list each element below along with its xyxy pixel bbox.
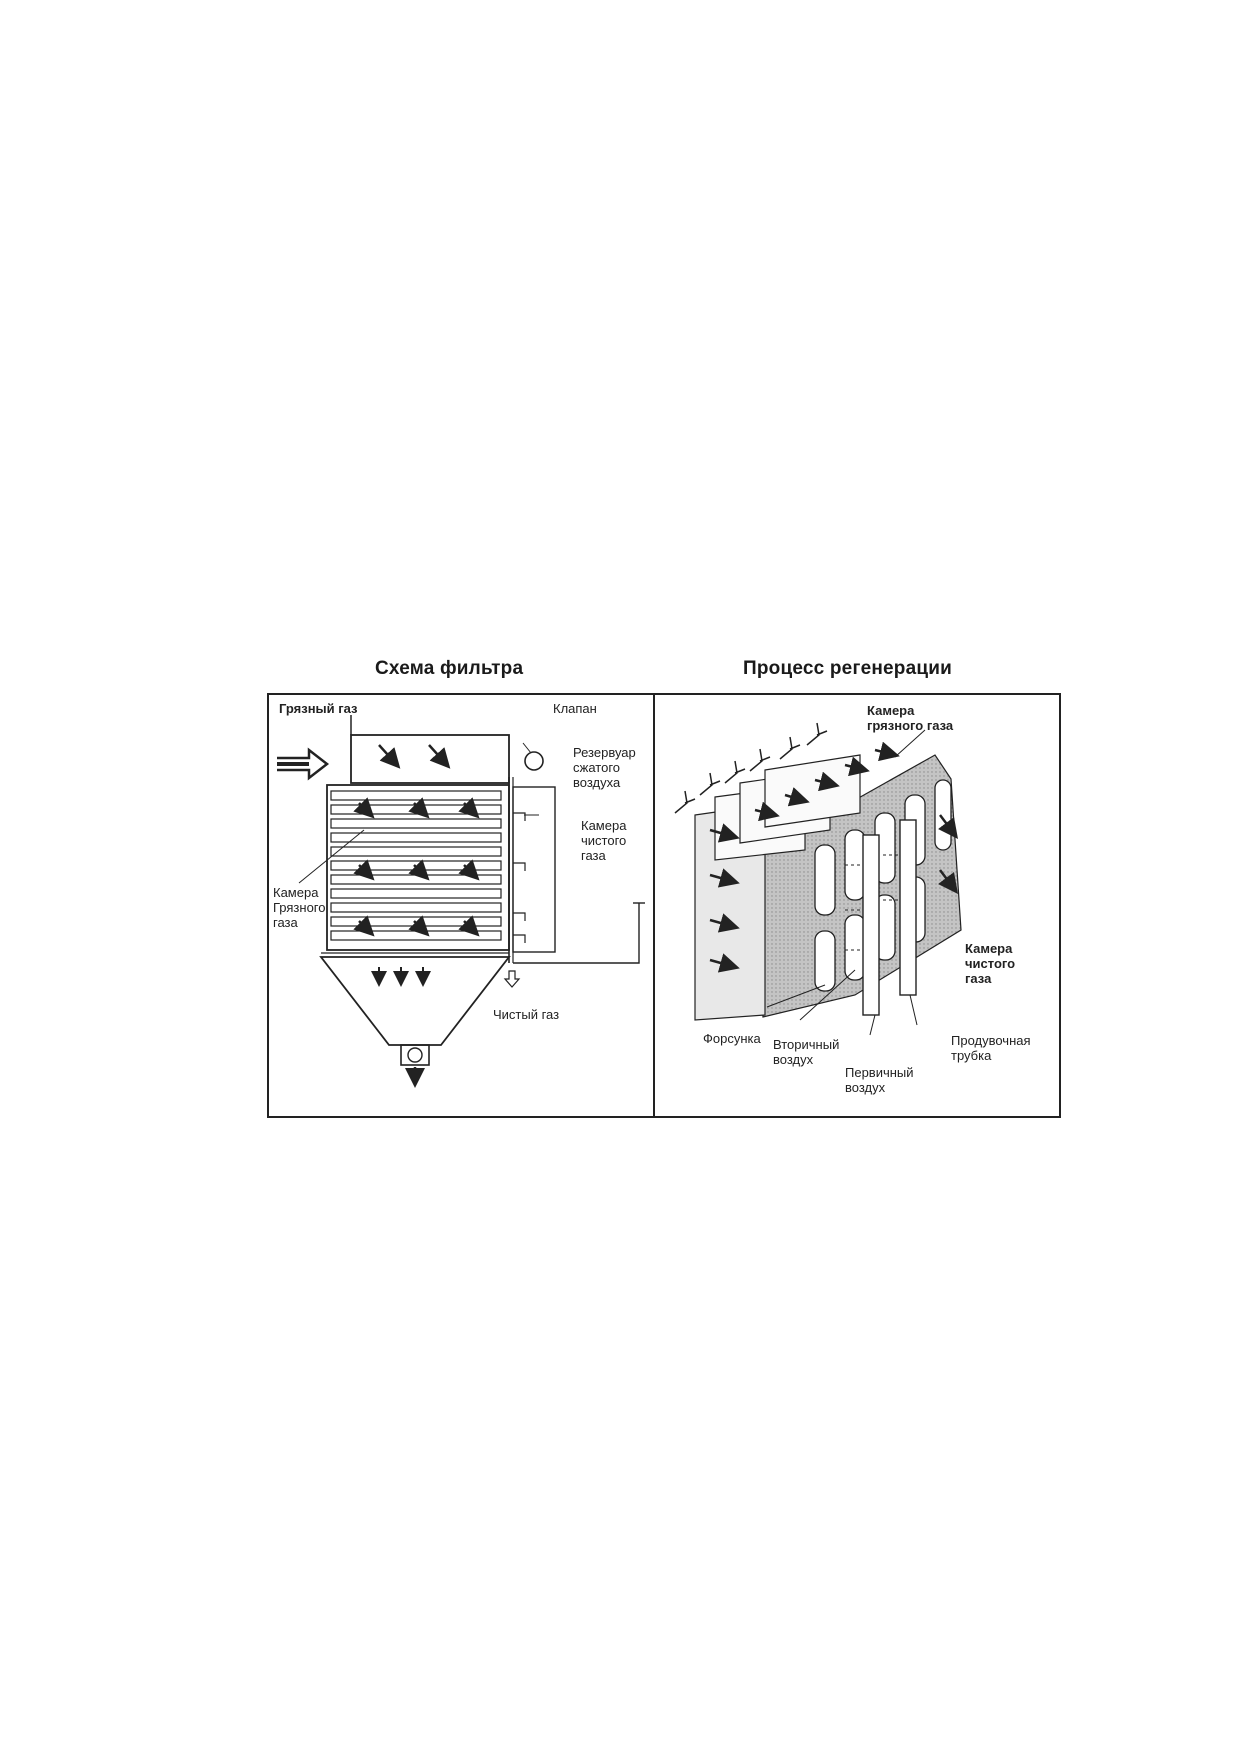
rotary-valve-icon [407, 1047, 423, 1063]
label-clean-gas: Чистый газ [493, 1007, 560, 1022]
label-clean-gas-chamber: Камера чистого газа [581, 818, 627, 863]
label-dirty-gas-chamber-right: Камера грязного газа [867, 703, 954, 733]
dirty-gas-flow-arrows [353, 744, 480, 937]
down-arrows [371, 967, 431, 987]
label-blow-tube: Продувочная трубка [951, 1033, 1031, 1063]
nozzle-icons [674, 722, 828, 814]
label-dirty-gas-chamber: Камера Грязного газа [273, 885, 326, 930]
dust-hopper [319, 956, 511, 1046]
filter-scheme-drawing [277, 715, 645, 1088]
label-valve: Клапан [553, 701, 597, 716]
label-reservoir: Резервуар сжатого воздуха [573, 745, 636, 790]
regeneration-panel: Камера грязного газа Камера чистого газа… [653, 693, 1061, 1118]
inlet-arrow-icon [277, 747, 330, 781]
filter-scheme-panel: Грязный газ Клапан Резервуар сжатого воз… [267, 693, 655, 1118]
label-dirty-gas: Грязный газ [279, 701, 358, 716]
valve-icon [524, 751, 544, 771]
blow-tubes [862, 819, 917, 1016]
clean-gas-outlet-arrow-icon [503, 970, 521, 988]
label-secondary-air: Вторичный воздух [773, 1037, 840, 1067]
leader-lines [766, 729, 926, 1036]
regeneration-process-title: Процесс регенерации [743, 658, 952, 679]
filter-scheme-title: Схема фильтра [375, 658, 524, 679]
inlet-chamber [350, 734, 510, 784]
blow-valves [513, 812, 526, 943]
label-primary-air: Первичный воздух [845, 1065, 914, 1095]
label-clean-gas-chamber-right: Камера чистого газа [965, 941, 1016, 986]
flow-arrows [709, 741, 958, 973]
air-jets [845, 854, 900, 951]
label-nozzle: Форсунка [703, 1031, 761, 1046]
regeneration-drawing [674, 722, 962, 1036]
clean-gas-chamber [512, 786, 556, 953]
